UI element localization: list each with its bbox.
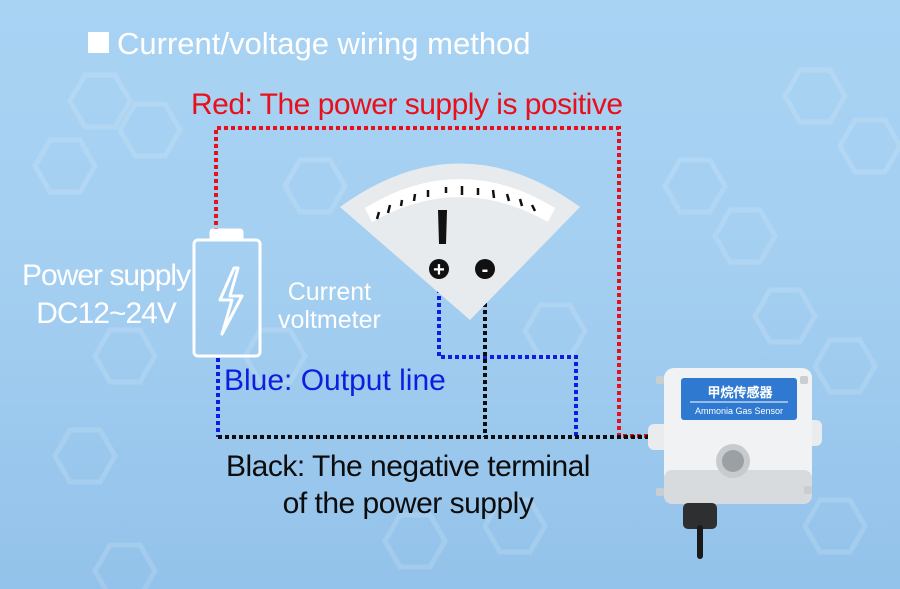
meter-needle — [438, 210, 447, 244]
sensor-probe — [722, 450, 744, 472]
voltmeter: + - — [340, 163, 580, 320]
sensor-screw-bl — [656, 488, 664, 496]
blue-output-wire — [437, 282, 578, 437]
sensor-screw-tr — [800, 376, 808, 384]
cable-gland — [683, 503, 717, 529]
black-wire-label: Black: The negative terminal of the powe… — [226, 448, 590, 522]
power-supply-label: Power supply DC12~24V — [22, 257, 191, 333]
gas-sensor — [648, 368, 822, 559]
meter-label-line2: voltmeter — [278, 306, 381, 334]
wires — [214, 126, 665, 439]
meter-label-line1: Current — [287, 278, 372, 306]
red-wire-label: Red: The power supply is positive — [191, 88, 623, 121]
minus-symbol: - — [482, 259, 489, 281]
sensor-screw-br — [804, 486, 812, 494]
title-bullet-icon — [88, 32, 109, 53]
red-wire — [214, 126, 665, 438]
sensor-screw-tl — [656, 376, 664, 384]
lightning-icon — [218, 266, 244, 336]
power-supply-label-line2: DC12~24V — [36, 297, 177, 330]
battery-icon — [192, 228, 262, 358]
power-supply-label-line1: Power supply — [22, 259, 191, 292]
meter-plus-terminal — [429, 259, 449, 279]
meter-label: Current voltmeter — [278, 278, 381, 334]
blue-wire-label: Blue: Output line — [224, 364, 446, 397]
sensor-label-plate — [681, 378, 797, 420]
black-wire-label-line2: of the power supply — [282, 487, 534, 520]
sensor-label-en: Ammonia Gas Sensor — [694, 406, 784, 416]
meter-scale-ticks — [375, 186, 537, 220]
page-title: Current/voltage wiring method — [88, 26, 531, 62]
black-wire-label-line1: Black: The negative terminal — [226, 450, 590, 483]
meter-dial — [365, 179, 555, 222]
page-title-text: Current/voltage wiring method — [117, 26, 531, 61]
sensor-body-shade — [664, 470, 812, 504]
plus-symbol: + — [433, 259, 445, 281]
meter-minus-terminal — [475, 259, 495, 279]
sensor-label-cn: 甲烷传感器 — [707, 385, 773, 400]
